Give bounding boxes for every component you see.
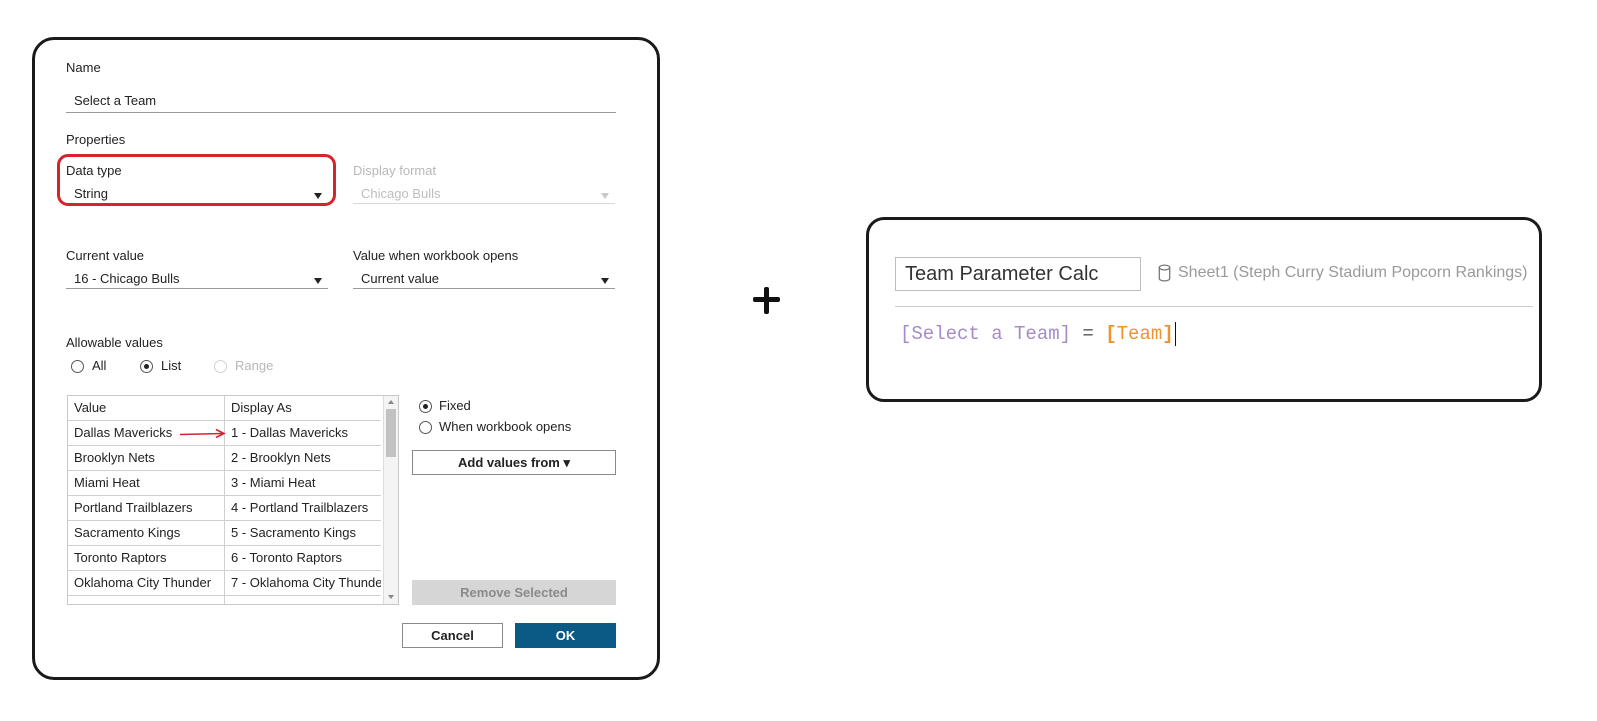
- display-format-underline: [353, 203, 615, 204]
- display-format-dropdown: Chicago Bulls: [353, 182, 615, 204]
- value-cell[interactable]: Portland Trailblazers: [74, 500, 193, 515]
- radio-fixed-label: Fixed: [439, 398, 471, 413]
- display-as-cell[interactable]: 4 - Portland Trailblazers: [231, 500, 369, 515]
- editor-divider: [895, 306, 1533, 307]
- radio-all[interactable]: All: [71, 358, 121, 374]
- chevron-down-icon: [314, 278, 322, 284]
- workbook-opens-label: Value when workbook opens: [353, 248, 519, 263]
- scrollbar-thumb[interactable]: [386, 409, 396, 457]
- workbook-opens-underline: [353, 288, 615, 289]
- chevron-down-icon: [601, 193, 609, 199]
- workbook-opens-dropdown[interactable]: Current value: [353, 267, 615, 289]
- database-icon: [1158, 264, 1171, 282]
- value-cell[interactable]: Miami Heat: [74, 475, 140, 490]
- allowable-values-table[interactable]: Value Display As Dallas Mavericks 1 - Da…: [67, 395, 399, 605]
- scroll-up-icon[interactable]: [388, 400, 394, 404]
- cancel-button[interactable]: Cancel: [402, 623, 503, 648]
- table-row[interactable]: Oklahoma City Thunder 7 - Oklahoma City …: [68, 571, 381, 596]
- value-cell[interactable]: Brooklyn Nets: [74, 450, 155, 465]
- formula-editor[interactable]: [Select a Team] = [Team]: [900, 322, 1177, 346]
- allowable-values-label: Allowable values: [66, 335, 163, 350]
- chevron-down-icon: [601, 278, 609, 284]
- display-as-cell[interactable]: 6 - Toronto Raptors: [231, 550, 343, 565]
- scroll-down-icon[interactable]: [388, 595, 394, 599]
- current-value-label: Current value: [66, 248, 145, 263]
- add-values-from-button[interactable]: Add values from ▾: [412, 450, 616, 475]
- radio-when-workbook-opens[interactable]: When workbook opens: [419, 419, 599, 435]
- arrow-annotation-icon: [179, 428, 226, 439]
- radio-range: Range: [214, 358, 284, 374]
- display-as-cell[interactable]: 7 - Oklahoma City Thunder: [231, 575, 381, 590]
- radio-fixed-circle: [419, 400, 432, 413]
- radio-when-workbook-opens-circle: [419, 421, 432, 434]
- value-cell[interactable]: Oklahoma City Thunder: [74, 575, 212, 590]
- name-label: Name: [66, 60, 101, 75]
- data-type-label: Data type: [66, 163, 122, 178]
- current-value-underline: [66, 288, 328, 289]
- column-divider: [224, 396, 225, 604]
- calculation-name-input[interactable]: Team Parameter Calc: [895, 257, 1141, 291]
- formula-field-bracket-close: ]: [1162, 323, 1174, 345]
- name-input-underline: [66, 112, 616, 113]
- display-as-cell[interactable]: 2 - Brooklyn Nets: [231, 450, 331, 465]
- formula-field-bracket-open: [: [1105, 323, 1117, 345]
- table-row[interactable]: Sacramento Kings 5 - Sacramento Kings: [68, 521, 381, 546]
- text-cursor: [1174, 322, 1177, 346]
- remove-selected-button: Remove Selected: [412, 580, 616, 605]
- name-input[interactable]: Select a Team: [74, 93, 157, 108]
- radio-list-circle: [140, 360, 153, 373]
- radio-range-label: Range: [235, 358, 274, 373]
- column-header-value: Value: [74, 400, 107, 415]
- display-as-cell[interactable]: 3 - Miami Heat: [231, 475, 316, 490]
- data-type-highlight-annotation: [57, 154, 336, 206]
- display-as-cell[interactable]: 5 - Sacramento Kings: [231, 525, 357, 540]
- chevron-down-icon: [314, 193, 322, 199]
- current-value-dropdown[interactable]: 16 - Chicago Bulls: [66, 267, 328, 289]
- display-format-label: Display format: [353, 163, 437, 178]
- radio-range-circle: [214, 360, 227, 373]
- ok-button[interactable]: OK: [515, 623, 616, 648]
- data-type-value: String: [74, 186, 108, 201]
- radio-all-label: All: [92, 358, 107, 373]
- column-header-display-as: Display As: [231, 400, 292, 415]
- radio-all-circle: [71, 360, 84, 373]
- properties-heading: Properties: [66, 132, 126, 147]
- edit-parameter-dialog: Name Select a Team Properties Data type …: [32, 37, 660, 680]
- plus-icon-vertical: [764, 287, 769, 314]
- radio-fixed[interactable]: Fixed: [419, 398, 519, 414]
- formula-field-name: Team: [1116, 323, 1163, 345]
- display-format-value: Chicago Bulls: [361, 186, 441, 201]
- radio-list-label: List: [161, 358, 182, 373]
- value-cell[interactable]: Dallas Mavericks: [74, 425, 173, 440]
- current-value-text: 16 - Chicago Bulls: [74, 271, 180, 286]
- calculation-editor: Team Parameter Calc Sheet1 (Steph Curry …: [866, 217, 1542, 402]
- workbook-opens-value: Current value: [361, 271, 440, 286]
- radio-list[interactable]: List: [140, 358, 190, 374]
- formula-parameter-ref: [Select a Team]: [900, 323, 1072, 345]
- value-cell[interactable]: Toronto Raptors: [74, 550, 167, 565]
- display-as-cell[interactable]: 1 - Dallas Mavericks: [231, 425, 349, 440]
- value-cell[interactable]: Sacramento Kings: [74, 525, 181, 540]
- formula-operator: =: [1071, 323, 1106, 345]
- radio-when-workbook-opens-label: When workbook opens: [439, 419, 572, 434]
- data-source-label: Sheet1 (Steph Curry Stadium Popcorn Rank…: [1178, 264, 1528, 281]
